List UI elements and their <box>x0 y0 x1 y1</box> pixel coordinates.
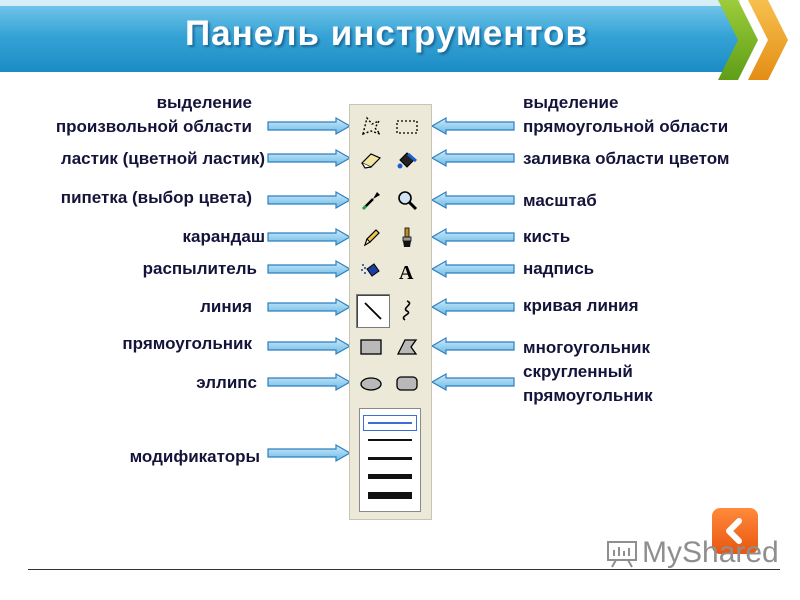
free-select-icon <box>361 116 383 136</box>
rect-select-tool[interactable] <box>393 112 421 140</box>
arrow-right <box>267 297 352 317</box>
arrow-left <box>430 336 515 356</box>
logo-shared: Shared <box>682 536 779 569</box>
text-tool[interactable]: A <box>393 257 421 285</box>
banner <box>0 6 740 72</box>
pencil-tool[interactable] <box>357 223 385 251</box>
eyedropper-icon <box>361 192 380 211</box>
label-polygon: многоугольник <box>523 338 650 357</box>
eraser-tool[interactable] <box>357 146 385 174</box>
pencil-icon <box>363 229 380 247</box>
brush-icon <box>402 227 412 247</box>
line-width-2[interactable] <box>368 439 412 441</box>
arrow-right <box>267 259 352 279</box>
line-width-modifiers <box>359 408 421 512</box>
zoom-tool[interactable] <box>393 186 421 214</box>
arrow-right <box>267 443 352 463</box>
label-rounded-rect-line1: скругленный <box>523 362 633 381</box>
label-modifiers: модификаторы <box>129 447 260 466</box>
line-width-5[interactable] <box>368 492 412 499</box>
label-free-select-line1: выделение <box>156 93 252 112</box>
arrow-right <box>267 148 352 168</box>
polygon-icon <box>396 339 418 355</box>
label-ellipse: эллипс <box>196 373 257 392</box>
footer-divider <box>28 569 780 570</box>
myshared-logo: MyShared <box>642 536 779 570</box>
rectangle-tool[interactable] <box>357 333 385 361</box>
label-pencil: карандаш <box>182 227 266 246</box>
back-logo-icon <box>712 508 758 554</box>
line-icon <box>364 302 382 320</box>
color-picker-tool[interactable] <box>357 186 385 214</box>
arrow-left <box>430 148 515 168</box>
line-tool[interactable] <box>356 294 390 328</box>
rect-select-icon <box>396 120 418 134</box>
arrow-right <box>267 190 352 210</box>
label-zoom: масштаб <box>523 191 597 210</box>
line-width-1-selected[interactable] <box>363 415 417 431</box>
paint-bucket-icon <box>397 152 417 169</box>
label-fill: заливка области цветом <box>523 149 730 168</box>
text-a-icon: A <box>399 262 414 283</box>
label-line: линия <box>200 297 252 316</box>
label-eraser: ластик (цветной ластик) <box>60 149 265 168</box>
curve-icon <box>402 300 411 321</box>
arrow-left <box>430 297 515 317</box>
chevron-left-icon <box>726 518 742 544</box>
airbrush-tool[interactable] <box>357 257 385 285</box>
eraser-icon <box>360 153 382 169</box>
brush-tool[interactable] <box>393 223 421 251</box>
ellipse-icon <box>360 377 382 391</box>
line-width-3[interactable] <box>368 457 412 460</box>
magnifier-icon <box>398 191 418 211</box>
label-text-tool: надпись <box>523 259 595 278</box>
label-airbrush: распылитель <box>142 259 257 278</box>
page-title: Панель инструментов <box>185 14 588 53</box>
arrow-left <box>430 116 515 136</box>
polygon-tool[interactable] <box>393 333 421 361</box>
arrow-left <box>430 227 515 247</box>
header-banner: Панель инструментов <box>0 0 800 80</box>
arrow-right <box>267 116 352 136</box>
rounded-rectangle-icon <box>396 376 418 391</box>
presentation-board-icon <box>607 541 637 568</box>
line-width-4[interactable] <box>368 474 412 479</box>
fill-tool[interactable] <box>393 146 421 174</box>
arrow-right <box>267 227 352 247</box>
svg-text:A: A <box>399 262 414 283</box>
arrow-left <box>430 259 515 279</box>
rectangle-icon <box>360 339 382 355</box>
label-rect-select-line1: выделение <box>523 93 619 112</box>
rounded-rect-tool[interactable] <box>393 369 421 397</box>
curve-tool[interactable] <box>393 296 421 324</box>
arrow-right <box>267 372 352 392</box>
label-free-select-line2: произвольной области <box>55 117 252 136</box>
label-curve: кривая линия <box>523 296 639 315</box>
logo-my: My <box>642 536 682 569</box>
banner-top-strip <box>0 0 740 8</box>
label-rect-select-line2: прямоугольной области <box>523 117 729 136</box>
arrow-right <box>267 336 352 356</box>
arrow-left <box>430 372 515 392</box>
arrow-left <box>430 190 515 210</box>
ellipse-tool[interactable] <box>357 369 385 397</box>
label-rectangle: прямоугольник <box>122 334 252 353</box>
spray-can-icon <box>361 263 380 277</box>
label-picker: пипетка (выбор цвета) <box>60 188 252 207</box>
label-rounded-rect-line2: прямоугольник <box>523 386 653 405</box>
label-brush: кисть <box>523 227 571 246</box>
free-select-tool[interactable] <box>357 112 385 140</box>
